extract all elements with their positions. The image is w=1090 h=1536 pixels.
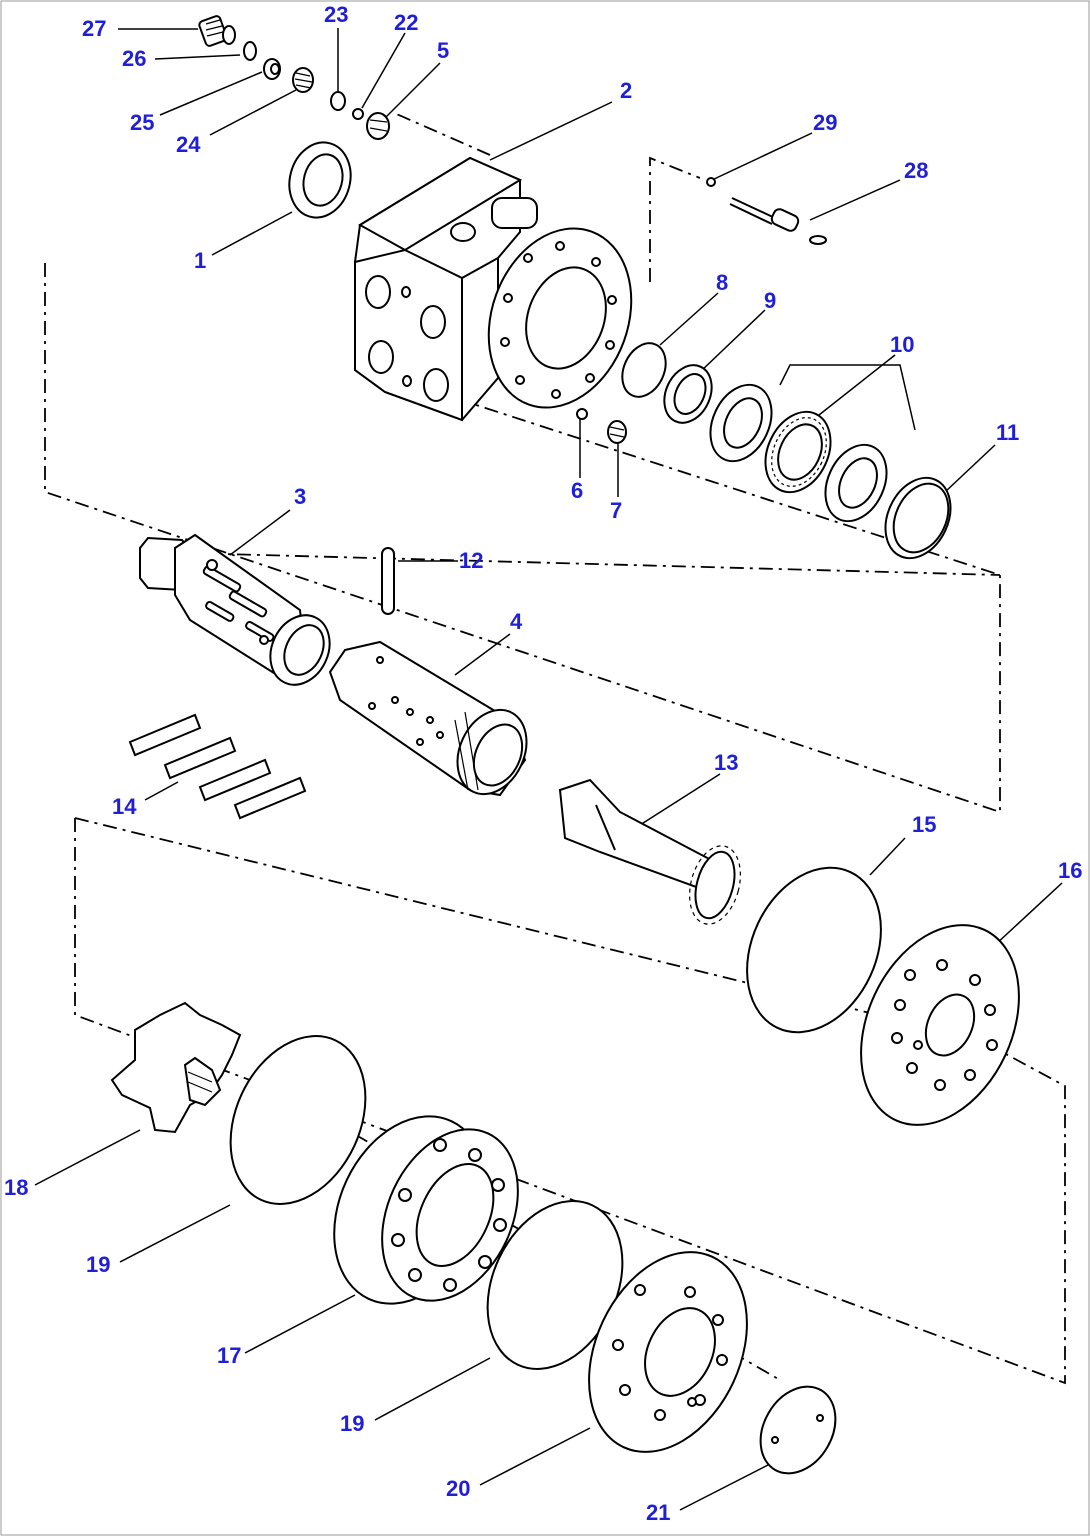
- seal-part-1: [288, 141, 352, 219]
- part-label-23[interactable]: 23: [324, 2, 349, 27]
- part-label-14[interactable]: 14: [112, 794, 137, 819]
- part-label-20[interactable]: 20: [446, 1476, 471, 1501]
- part-label-16[interactable]: 16: [1058, 858, 1083, 883]
- o-ring-part-8: [621, 342, 667, 398]
- ring-part-11: [884, 476, 952, 560]
- part-label-7[interactable]: 7: [610, 498, 623, 523]
- part-label-25[interactable]: 25: [130, 110, 155, 135]
- o-ring-part-19-upper: [229, 1035, 367, 1205]
- cover-part-21: [759, 1385, 837, 1475]
- spool-part-3: [139, 533, 331, 686]
- o-ring-part-26: [243, 41, 257, 61]
- plug-part-27: [198, 15, 236, 47]
- part-label-29[interactable]: 29: [813, 110, 838, 135]
- springs-part-14: [128, 713, 307, 820]
- part-label-11[interactable]: 11: [996, 420, 1020, 445]
- washer-part-23: [330, 91, 346, 111]
- part-label-13[interactable]: 13: [714, 750, 739, 775]
- part-label-8[interactable]: 8: [716, 270, 729, 295]
- pin-part-12: [381, 547, 395, 615]
- part-label-19-upper[interactable]: 19: [86, 1252, 111, 1277]
- o-ring-part-15: [746, 866, 882, 1034]
- part-label-5[interactable]: 5: [437, 38, 450, 63]
- part-label-12[interactable]: 12: [459, 548, 484, 573]
- part-label-27[interactable]: 27: [82, 16, 107, 41]
- part-label-28[interactable]: 28: [904, 158, 929, 183]
- part-label-9[interactable]: 9: [764, 288, 777, 313]
- housing-part-2: [354, 156, 633, 422]
- spring-part-24: [292, 67, 314, 93]
- ball-part-6: [576, 408, 588, 420]
- sleeve-part-4: [328, 640, 528, 797]
- part-label-4[interactable]: 4: [510, 609, 523, 634]
- rotor-part-18: [110, 1001, 242, 1134]
- ball-part-29: [706, 177, 716, 187]
- part-label-17[interactable]: 17: [217, 1343, 242, 1368]
- part-label-21[interactable]: 21: [646, 1500, 671, 1525]
- part-label-6[interactable]: 6: [571, 478, 584, 503]
- part-label-10[interactable]: 10: [890, 332, 915, 357]
- bearing-part-10: [764, 410, 832, 494]
- spring-part-7: [607, 420, 627, 444]
- plug-part-5: [366, 112, 390, 140]
- leader-lines: [34, 28, 1063, 1511]
- end-cap-part-20: [588, 1251, 748, 1453]
- gerotor-part-17: [333, 1115, 519, 1305]
- part-label-18[interactable]: 18: [4, 1175, 29, 1200]
- ball-part-22: [352, 108, 364, 120]
- washer-part-right: [824, 443, 888, 523]
- seat-part-25: [263, 58, 281, 80]
- part-label-22[interactable]: 22: [394, 10, 419, 35]
- plate-part-16: [860, 924, 1020, 1126]
- drive-shaft-part-13: [558, 778, 741, 925]
- pin-part-28: [729, 197, 827, 245]
- part-label-26[interactable]: 26: [122, 46, 147, 71]
- part-label-1[interactable]: 1: [194, 248, 207, 273]
- part-label-3[interactable]: 3: [294, 484, 307, 509]
- part-label-15[interactable]: 15: [912, 812, 937, 837]
- part-label-2[interactable]: 2: [620, 78, 633, 103]
- part-label-19-lower[interactable]: 19: [340, 1411, 365, 1436]
- part-label-24[interactable]: 24: [176, 132, 201, 157]
- ring-part-9: [663, 364, 713, 424]
- washer-part-left: [709, 383, 773, 463]
